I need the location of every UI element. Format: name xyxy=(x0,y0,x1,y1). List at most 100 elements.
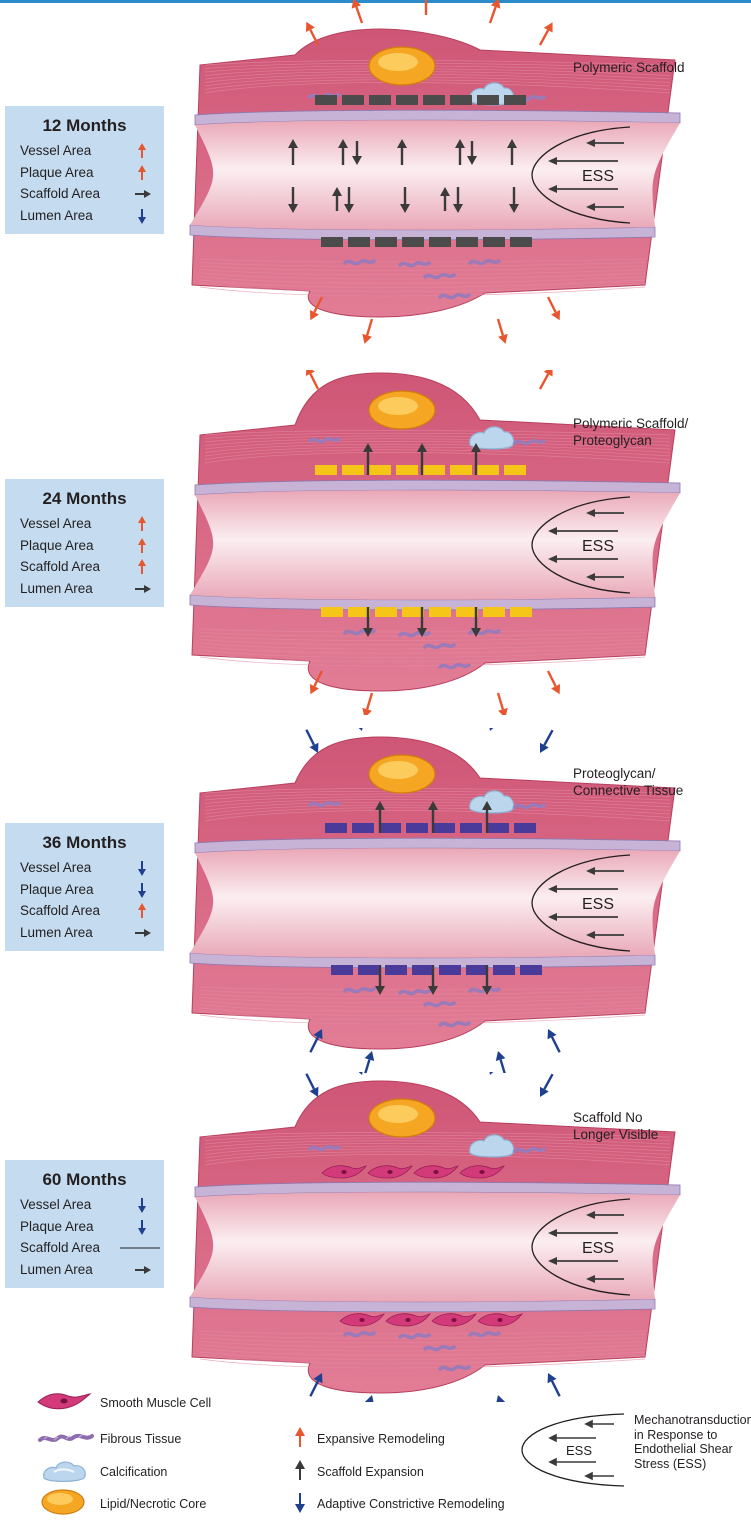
metric-row: Plaque Area xyxy=(20,879,164,901)
panel-12-months: ESS12 MonthsVessel AreaPlaque AreaScaffo… xyxy=(0,0,751,345)
metric-row: Lumen Area xyxy=(20,205,164,227)
scaffold-strut xyxy=(348,237,370,247)
scaffold-strut xyxy=(456,237,478,247)
fibrous-tissue-icon xyxy=(310,803,339,806)
scaffold-strut xyxy=(402,607,424,617)
fibrous-tissue-icon xyxy=(425,1347,454,1350)
scaffold-strut xyxy=(510,607,532,617)
adaptive-constrictive-arrow xyxy=(496,1051,506,1073)
legend-calcification: Calcification xyxy=(100,1465,167,1479)
metric-label: Lumen Area xyxy=(20,205,93,227)
adaptive-constrictive-arrow xyxy=(548,1029,560,1052)
unchanged-arrow-icon xyxy=(133,925,151,941)
panel-60-months: ESS60 MonthsVessel AreaPlaque AreaScaffo… xyxy=(0,1072,751,1402)
metric-row: Vessel Area xyxy=(20,513,164,535)
fibrous-tissue-icon xyxy=(400,633,429,636)
metric-row: Scaffold Area xyxy=(20,556,164,578)
legend-mechanotransduction: Mechanotransduction in Response to Endot… xyxy=(634,1413,751,1471)
metric-label: Scaffold Area xyxy=(20,1237,100,1259)
fibrous-tissue-icon xyxy=(345,989,374,992)
metric-row: Vessel Area xyxy=(20,140,164,162)
timepoint-title: 12 Months xyxy=(20,116,164,136)
scaffold-strut xyxy=(406,823,428,833)
scaffold-strut xyxy=(520,965,542,975)
ess-label: ESS xyxy=(582,168,614,185)
scaffold-strut xyxy=(379,823,401,833)
legend-ess-label: ESS xyxy=(566,1443,592,1458)
fibrous-tissue-icon xyxy=(470,1333,499,1336)
fibrous-tissue-icon xyxy=(440,665,469,668)
adaptive-constrictive-arrow xyxy=(540,730,553,753)
lipid-core-icon xyxy=(369,47,435,85)
fibrous-tissue-icon xyxy=(515,805,544,808)
increase-arrow-icon xyxy=(133,559,151,575)
legend-lipid-core: Lipid/Necrotic Core xyxy=(100,1497,206,1511)
scaffold-strut xyxy=(493,965,515,975)
metric-label: Plaque Area xyxy=(20,162,94,184)
legend-expansive-remodeling: Expansive Remodeling xyxy=(317,1432,445,1446)
adaptive-constrictive-arrow xyxy=(488,728,498,731)
scaffold-strut xyxy=(321,607,343,617)
scaffold-strut xyxy=(342,95,364,105)
scaffold-strut xyxy=(439,965,461,975)
scaffold-strut xyxy=(477,95,499,105)
metric-label: Vessel Area xyxy=(20,857,91,879)
scaffold-expansion-arrow-icon xyxy=(293,1459,307,1481)
fibrous-tissue-icon xyxy=(400,991,429,994)
fibrous-tissue-icon xyxy=(310,439,339,442)
increase-arrow-icon xyxy=(133,903,151,919)
metric-row: Lumen Area xyxy=(20,578,164,600)
adaptive-constrictive-arrow xyxy=(353,1072,363,1075)
metric-label: Scaffold Area xyxy=(20,900,100,922)
increase-arrow-icon xyxy=(133,143,151,159)
expansive-remodeling-arrow xyxy=(540,370,553,389)
not-applicable-line-icon xyxy=(120,1240,160,1256)
metric-row: Scaffold Area xyxy=(20,1237,164,1259)
lipid-core-icon xyxy=(369,755,435,793)
scaffold-strut xyxy=(315,465,337,475)
legend-adaptive-constrictive: Adaptive Constrictive Remodeling xyxy=(317,1497,505,1511)
scaffold-state-label: Polymeric Scaffold xyxy=(573,59,685,76)
metric-label: Lumen Area xyxy=(20,922,93,944)
fibrous-tissue-icon xyxy=(470,261,499,264)
expansive-remodeling-arrow xyxy=(306,370,318,389)
fibrous-tissue-icon xyxy=(425,645,454,648)
metric-row: Vessel Area xyxy=(20,857,164,879)
expansive-remodeling-arrow xyxy=(498,693,508,715)
timepoint-title: 36 Months xyxy=(20,833,164,853)
scaffold-strut xyxy=(429,607,451,617)
expansive-remodeling-arrow xyxy=(421,0,431,15)
scaffold-strut xyxy=(483,237,505,247)
scaffold-state-label: Proteoglycan/ Connective Tissue xyxy=(573,765,683,799)
scaffold-strut xyxy=(504,465,526,475)
scaffold-strut xyxy=(369,465,391,475)
scaffold-strut xyxy=(423,465,445,475)
legend-scaffold-expansion: Scaffold Expansion xyxy=(317,1465,424,1479)
scaffold-strut xyxy=(325,823,347,833)
scaffold-strut xyxy=(402,237,424,247)
fibrous-tissue-icon xyxy=(400,263,429,266)
ess-label: ESS xyxy=(582,538,614,555)
timepoint-title: 60 Months xyxy=(20,1170,164,1190)
decrease-arrow-icon xyxy=(133,860,151,876)
metric-row: Plaque Area xyxy=(20,162,164,184)
legend-smooth-muscle-cell: Smooth Muscle Cell xyxy=(100,1396,211,1410)
scaffold-strut xyxy=(514,823,536,833)
fibrous-tissue-icon xyxy=(440,1023,469,1026)
scaffold-state-label: Scaffold No Longer Visible xyxy=(573,1109,658,1143)
adaptive-constrictive-arrow-icon xyxy=(293,1492,307,1514)
fibrous-tissue-icon xyxy=(515,1149,544,1152)
decrease-arrow-icon xyxy=(133,208,151,224)
adaptive-constrictive-arrow xyxy=(306,1074,318,1097)
expansive-remodeling-arrow-icon xyxy=(293,1426,307,1448)
decrease-arrow-icon xyxy=(133,1219,151,1235)
legend-fibrous-tissue: Fibrous Tissue xyxy=(100,1432,181,1446)
scaffold-strut xyxy=(510,237,532,247)
expansive-remodeling-arrow xyxy=(540,22,553,45)
expansive-remodeling-arrow xyxy=(362,693,372,715)
scaffold-strut xyxy=(483,607,505,617)
scaffold-strut xyxy=(342,465,364,475)
scaffold-strut xyxy=(423,95,445,105)
